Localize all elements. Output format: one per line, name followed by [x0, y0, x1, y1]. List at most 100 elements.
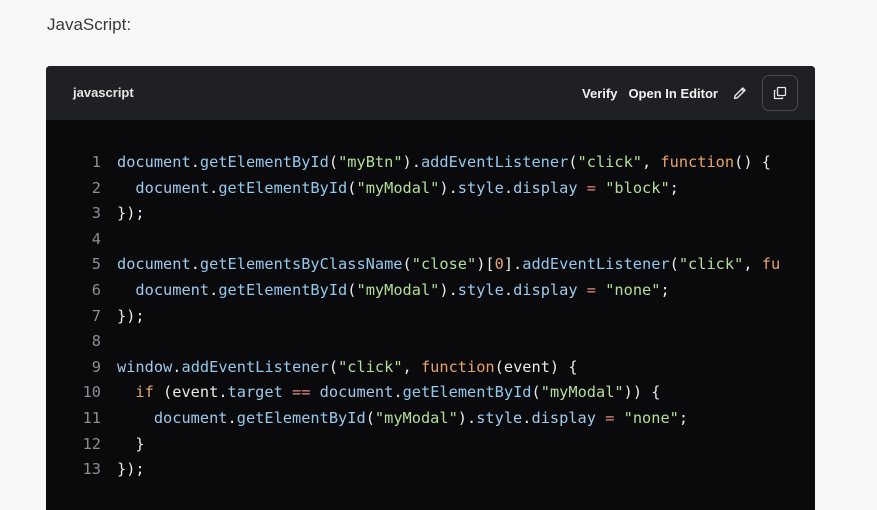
code-token: document	[135, 178, 210, 197]
code-token	[117, 383, 135, 401]
code-text: window.addEventListener("click", functio…	[117, 355, 578, 381]
code-token: getElementsByClassName	[199, 255, 403, 274]
line-number: 8	[91, 332, 101, 351]
line-number: 10	[82, 383, 101, 402]
code-token: ).	[439, 280, 458, 299]
code-token: "myBtn"	[338, 153, 403, 171]
code-token: )[	[476, 255, 495, 274]
verify-button[interactable]: Verify	[582, 85, 618, 101]
code-token: addEventListener	[420, 153, 569, 171]
copy-button[interactable]	[762, 75, 798, 111]
code-text: });	[117, 201, 145, 227]
code-line: 10 if (event.target == document.getEleme…	[46, 380, 815, 406]
code-text: document.getElementById("myBtn").addEven…	[117, 150, 771, 176]
code-token: "block"	[605, 178, 670, 197]
code-token: "click"	[678, 255, 744, 274]
code-token: (	[365, 408, 375, 427]
code-token: "myModal"	[374, 408, 458, 427]
code-token: .	[190, 255, 200, 274]
code-text: if (event.target == document.getElementB…	[117, 380, 660, 406]
code-token: (	[347, 178, 357, 197]
line-number: 3	[91, 204, 101, 223]
code-line: 8	[46, 329, 815, 355]
code-token: .	[172, 357, 182, 376]
line-number: 6	[91, 280, 101, 299]
code-token: ,	[642, 153, 661, 171]
line-number: 5	[91, 255, 101, 274]
code-line: 11 document.getElementById("myModal").st…	[46, 406, 815, 432]
code-token: (	[153, 383, 173, 402]
code-token: if	[135, 383, 154, 402]
code-token: () {	[734, 153, 771, 171]
code-token: style	[457, 178, 504, 197]
code-token: .	[503, 280, 514, 299]
code-token: document	[319, 383, 394, 402]
code-token: document	[135, 280, 210, 299]
code-token: (	[494, 357, 504, 376]
code-token: event	[503, 357, 550, 376]
code-line: 6 document.getElementById("myModal").sty…	[46, 278, 815, 304]
open-in-editor-button[interactable]: Open In Editor	[628, 85, 718, 101]
code-token: document	[117, 255, 191, 274]
code-token	[596, 179, 605, 197]
code-token: (	[328, 357, 339, 376]
code-token: ).	[457, 408, 477, 427]
code-token: document	[117, 153, 191, 171]
code-token: .	[522, 408, 532, 427]
code-token: });	[117, 306, 145, 325]
code-token: ) {	[549, 357, 578, 376]
code-token: getElementById	[236, 408, 366, 427]
code-token: .	[503, 178, 514, 197]
section-title: JavaScript:	[47, 15, 132, 34]
line-number: 11	[82, 408, 101, 427]
code-token: (	[669, 255, 679, 274]
code-token: document	[153, 408, 228, 427]
code-token: ,	[743, 255, 762, 274]
code-token: ).	[439, 178, 458, 197]
code-text: document.getElementById("myModal").style…	[117, 278, 669, 304]
code-token: getElementById	[218, 280, 348, 299]
code-token: (	[402, 255, 412, 274]
code-line: 2 document.getElementById("myModal").sty…	[46, 176, 815, 202]
code-token	[596, 409, 605, 427]
code-token: "myModal"	[540, 383, 624, 402]
code-token: (	[568, 153, 578, 171]
code-text: });	[117, 304, 145, 330]
code-token: "myModal"	[356, 280, 440, 299]
code-token	[310, 383, 319, 401]
code-token	[283, 383, 292, 401]
code-token: ,	[402, 357, 421, 376]
code-token: =	[586, 280, 596, 299]
code-token: .	[209, 280, 219, 299]
code-token: display	[513, 178, 578, 197]
pencil-icon[interactable]	[731, 84, 749, 102]
line-number: 4	[91, 229, 101, 248]
code-token: ).	[402, 153, 421, 171]
code-token: getElementById	[199, 153, 329, 171]
language-label: javascript	[73, 85, 134, 100]
code-token: function	[420, 357, 495, 376]
code-token: ==	[292, 383, 311, 402]
code-token: ].	[503, 255, 523, 274]
code-line: 3});	[46, 201, 815, 227]
code-token: 0	[494, 255, 504, 274]
code-token: getElementById	[402, 383, 532, 402]
code-token: display	[513, 280, 578, 299]
code-line: 7});	[46, 304, 815, 330]
code-token: target	[227, 383, 283, 402]
code-token: .	[227, 408, 237, 427]
copy-icon	[772, 85, 788, 101]
code-line: 4	[46, 227, 815, 253]
code-token: event	[172, 383, 219, 402]
code-token	[117, 179, 135, 197]
line-number: 1	[91, 153, 101, 171]
code-token: "none"	[623, 408, 679, 427]
code-line: 13});	[46, 457, 815, 483]
code-token: display	[531, 408, 596, 427]
code-token: style	[476, 408, 523, 427]
